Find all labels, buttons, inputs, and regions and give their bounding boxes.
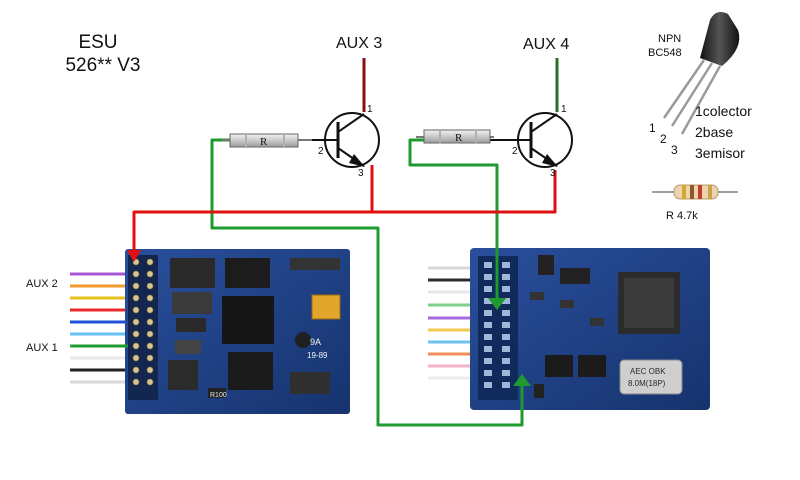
- left-decoder: 9A 19-89 R100: [70, 249, 350, 414]
- left-pin-header: [128, 255, 158, 400]
- left-decoder-wires: [70, 262, 133, 384]
- resistor-aux4: R: [416, 129, 494, 144]
- resistor-caption: R 4.7k: [666, 210, 698, 222]
- aux4-pin2-mark: 2: [512, 146, 518, 157]
- pin-1-name: 1colector: [695, 103, 752, 119]
- transistor-aux3: 1 2 3: [310, 58, 380, 179]
- crystal-label-2: 8.0M(18P): [628, 379, 666, 388]
- transistor-model: BC548: [648, 47, 682, 59]
- bc548-lead-3: [680, 65, 722, 135]
- bc548-lead-2: [670, 62, 714, 127]
- aux4-pin1-mark: 1: [561, 104, 567, 115]
- right-decoder: AEC OBK 8.0M(18P): [428, 248, 710, 410]
- left-header-pins: [132, 258, 154, 386]
- aux2-label: AUX 2: [26, 278, 58, 290]
- resistor-aux4-symbol: R: [455, 132, 463, 144]
- resistor-photo: [652, 184, 738, 200]
- aux3-pin3-mark: 3: [358, 168, 364, 179]
- chip-code-label: 19-89: [307, 351, 328, 360]
- transistor-aux4: 1 2 3: [490, 58, 573, 179]
- resistor-aux3-symbol: R: [260, 136, 268, 148]
- right-header-pins: [484, 262, 510, 388]
- transistor-type: NPN: [658, 33, 682, 45]
- resistor-aux3: R: [222, 133, 312, 148]
- bc548-photo: 1 2 3: [649, 12, 740, 157]
- resistor-code-label: R100: [210, 392, 227, 399]
- aux1-label: AUX 1: [26, 342, 58, 354]
- red-wire-emitters: [132, 165, 374, 256]
- aux3-label: AUX 3: [336, 35, 383, 52]
- aux3-pin2-mark: 2: [318, 146, 324, 157]
- red-wire-aux4-emitter: [372, 170, 557, 214]
- decoder-brand: ESU: [78, 32, 118, 53]
- aux4-pin3-mark: 3: [550, 168, 556, 179]
- left-components: [168, 258, 341, 398]
- crystal-label-1: AEC OBK: [630, 367, 666, 376]
- red-wires: [132, 165, 557, 256]
- green-wire-ends: [488, 298, 531, 386]
- bc548-lead-2-number: 2: [660, 132, 667, 146]
- decoder-model: 526** V3: [65, 55, 141, 76]
- bc548-lead-3-number: 3: [671, 143, 678, 157]
- bc548-body: [700, 12, 740, 66]
- aux3-pin1-mark: 1: [367, 104, 373, 115]
- bc548-lead-1: [662, 59, 706, 119]
- right-components: [530, 255, 683, 398]
- pin-3-name: 3emisor: [695, 145, 745, 161]
- red-wire-end: [127, 250, 141, 262]
- green-wire-aux3-base: [210, 138, 524, 427]
- chip-9a-label: 9A: [310, 337, 321, 347]
- aux4-label: AUX 4: [523, 36, 570, 53]
- bc548-lead-1-number: 1: [649, 121, 656, 135]
- pin-2-name: 2base: [695, 124, 734, 140]
